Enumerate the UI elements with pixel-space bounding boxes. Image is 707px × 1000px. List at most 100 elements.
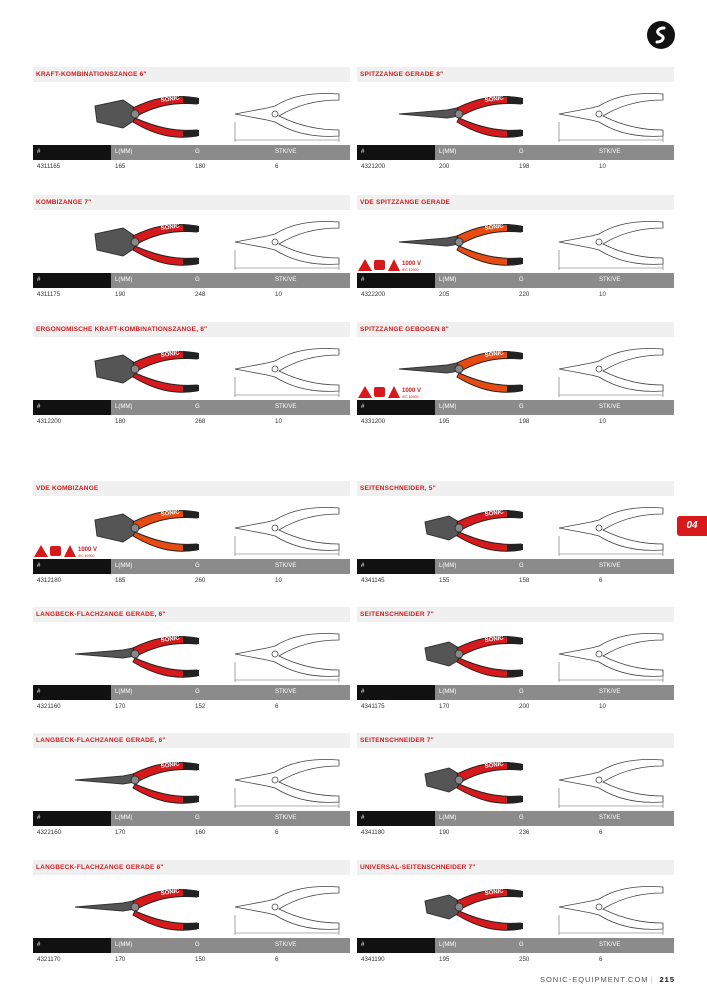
column-header: G (519, 404, 524, 410)
article-number: 4322160 (37, 829, 62, 836)
ergonomic-pliers-icon: SONIC (73, 341, 203, 399)
pack-size-cell: 6 (275, 703, 279, 710)
flat-nose-pliers-icon: SONIC (73, 626, 203, 684)
product-title: SEITENSCHNEIDER 7" (357, 607, 674, 622)
weight-cell: 268 (195, 418, 206, 425)
brand-label: SONIC (484, 350, 504, 359)
column-header: G (519, 689, 524, 695)
product-title: KRAFT-KOMBINATIONSZANGE 6" (33, 67, 350, 82)
pack-size-cell: 6 (599, 956, 603, 963)
product-card: LANGBECK-FLACHZANGE GERADE, 6"SONIC#L(MM… (33, 607, 350, 719)
column-header: G (519, 563, 524, 569)
column-header: # (357, 559, 435, 574)
column-header: STK/VE (275, 277, 297, 283)
column-header: STK/VE (599, 149, 621, 155)
length-cell: 195 (439, 956, 450, 963)
length-cell: 205 (439, 291, 450, 298)
weight-cell: 152 (195, 703, 206, 710)
column-header: L(MM) (439, 942, 457, 948)
chapter-tab[interactable]: 04 (677, 516, 707, 536)
column-header: # (357, 685, 435, 700)
weight-cell: 260 (195, 577, 206, 584)
column-header: G (195, 277, 200, 283)
column-header: L(MM) (115, 149, 133, 155)
brand-label: SONIC (484, 761, 504, 770)
weight-cell: 180 (195, 163, 206, 170)
column-header: # (33, 811, 111, 826)
technical-drawing-icon (231, 752, 343, 810)
column-header: # (357, 273, 435, 288)
column-header: STK/VE (275, 815, 297, 821)
article-number: 4311175 (37, 291, 61, 298)
length-cell: 180 (115, 418, 126, 425)
side-cutter-icon: SONIC (397, 752, 527, 810)
needle-nose-pliers-icon: SONIC (397, 86, 527, 144)
length-cell: 200 (439, 163, 450, 170)
column-header: STK/VE (275, 563, 297, 569)
weight-cell: 220 (519, 291, 530, 298)
product-card: LANGBECK-FLACHZANGE GERADE, 6"SONIC#L(MM… (33, 733, 350, 845)
column-header: STK/VE (599, 815, 621, 821)
article-number: 4322200 (361, 291, 386, 298)
column-header: # (357, 400, 435, 415)
column-header: L(MM) (439, 404, 457, 410)
column-header: L(MM) (439, 815, 457, 821)
bent-nose-pliers-icon: SONIC (397, 341, 527, 399)
technical-drawing-icon (555, 86, 667, 144)
article-number: 4331200 (361, 418, 386, 425)
column-header: L(MM) (115, 277, 133, 283)
product-title: VDE SPITZZANGE GERADE (357, 195, 674, 210)
pack-size-cell: 10 (275, 418, 282, 425)
pack-size-cell: 10 (599, 291, 606, 298)
product-title: ERGONOMISCHE KRAFT-KOMBINATIONSZANGE, 8" (33, 322, 350, 337)
column-header: # (33, 145, 111, 160)
svg-text:IEC 60900: IEC 60900 (78, 554, 95, 558)
brand-label: SONIC (160, 95, 180, 104)
article-number: 4321170 (37, 956, 61, 963)
weight-cell: 198 (519, 163, 530, 170)
weight-cell: 250 (519, 956, 530, 963)
product-title: KOMBIZANGE 7" (33, 195, 350, 210)
product-card: UNIVERSAL-SEITENSCHNEIDER 7"SONIC#L(MM)G… (357, 860, 674, 972)
column-header: G (519, 942, 524, 948)
svg-text:1000 V: 1000 V (402, 261, 421, 267)
column-header: L(MM) (115, 942, 133, 948)
brand-label: SONIC (160, 350, 180, 359)
column-header: G (519, 149, 524, 155)
column-header: # (33, 273, 111, 288)
svg-text:IEC 60900: IEC 60900 (402, 268, 419, 272)
flat-nose-pliers-icon: SONIC (73, 752, 203, 810)
article-number: 4312180 (37, 577, 62, 584)
pack-size-cell: 6 (599, 829, 603, 836)
column-header: L(MM) (115, 689, 133, 695)
weight-cell: 160 (195, 829, 206, 836)
weight-cell: 158 (519, 577, 530, 584)
column-header: L(MM) (439, 277, 457, 283)
article-number: 4321160 (37, 703, 61, 710)
article-number: 4341175 (361, 703, 385, 710)
column-header: # (33, 938, 111, 953)
column-header: STK/VE (275, 942, 297, 948)
column-header: # (357, 145, 435, 160)
brand-label: SONIC (160, 223, 180, 232)
pack-size-cell: 10 (275, 291, 282, 298)
length-cell: 185 (115, 577, 126, 584)
length-cell: 190 (439, 829, 450, 836)
pack-size-cell: 6 (275, 829, 279, 836)
pack-size-cell: 10 (599, 418, 606, 425)
combination-pliers-icon: SONIC (73, 86, 203, 144)
website-link[interactable]: SONIC-EQUIPMENT.COM (539, 975, 649, 984)
